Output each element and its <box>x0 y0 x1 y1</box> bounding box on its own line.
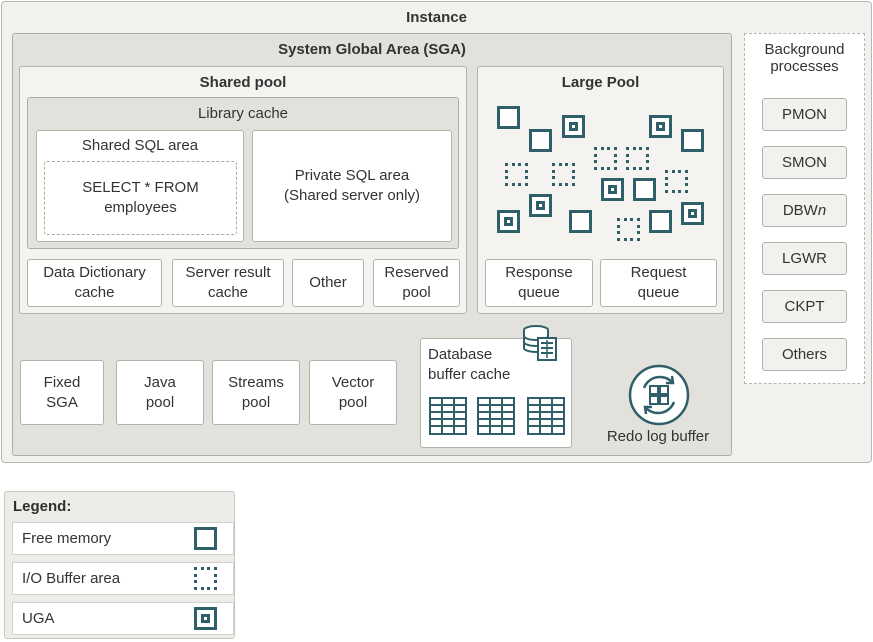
shared-pool: Shared pool Library cache Shared SQL are… <box>19 66 467 314</box>
free-memory-icon <box>633 178 656 201</box>
process-smon: SMON <box>762 146 847 179</box>
legend: Legend: Free memory I/O Buffer area UGA <box>4 491 235 639</box>
uga-icon <box>497 210 520 233</box>
sql-statement: SELECT * FROM employees <box>44 161 237 235</box>
database-icon <box>523 325 557 361</box>
io-buffer-icon <box>194 567 217 590</box>
buffer-block-icon <box>477 397 515 435</box>
free-memory-icon <box>194 527 217 550</box>
database-buffer-cache-title: Database buffer cache <box>428 346 511 383</box>
instance-title: Instance <box>406 9 467 26</box>
uga-icon <box>562 115 585 138</box>
io-buffer-icon <box>505 163 528 186</box>
large-pool-title: Large Pool <box>561 74 640 91</box>
library-cache-title: Library cache <box>197 105 289 122</box>
database-buffer-cache: Database buffer cache <box>420 325 572 448</box>
process-lgwr: LGWR <box>762 242 847 275</box>
io-buffer-icon <box>665 170 688 193</box>
uga-icon <box>529 194 552 217</box>
free-memory-icon <box>681 129 704 152</box>
fixed-sga: Fixed SGA <box>20 360 104 425</box>
buffer-block-icon <box>429 397 467 435</box>
legend-item: UGA <box>12 602 234 635</box>
io-buffer-icon <box>626 147 649 170</box>
legend-item-label: Free memory <box>22 530 112 547</box>
process-pmon: PMON <box>762 98 847 131</box>
buffer-block-icon <box>527 397 565 435</box>
process-ckpt: CKPT <box>762 290 847 323</box>
uga-icon <box>649 115 672 138</box>
server-result-cache: Server result cache <box>172 259 284 307</box>
redo-log-buffer-label: Redo log buffer <box>606 428 710 445</box>
process-others: Others <box>762 338 847 371</box>
shared-pool-title: Shared pool <box>199 74 287 91</box>
free-memory-icon <box>569 210 592 233</box>
uga-icon <box>194 607 217 630</box>
reserved-pool: Reserved pool <box>373 259 460 307</box>
streams-pool: Streams pool <box>212 360 300 425</box>
legend-item-label: UGA <box>22 610 55 627</box>
free-memory-icon <box>649 210 672 233</box>
private-sql-area: Private SQL area (Shared server only) <box>252 130 452 242</box>
background-processes-title: Background processes <box>764 41 845 75</box>
uga-icon <box>681 202 704 225</box>
sga-container: System Global Area (SGA) Shared pool Lib… <box>12 33 732 456</box>
data-dictionary-cache: Data Dictionary cache <box>27 259 162 307</box>
request-queue: Request queue <box>600 259 717 307</box>
sga-title: System Global Area (SGA) <box>278 41 466 58</box>
shared-sql-area-title: Shared SQL area <box>81 137 199 154</box>
free-memory-icon <box>497 106 520 129</box>
io-buffer-icon <box>617 218 640 241</box>
legend-item: Free memory <box>12 522 234 555</box>
uga-icon <box>601 178 624 201</box>
redo-log-icon <box>628 364 690 426</box>
legend-title: Legend: <box>13 498 72 515</box>
shared-sql-area: Shared SQL area SELECT * FROM employees <box>36 130 244 242</box>
response-queue: Response queue <box>485 259 593 307</box>
library-cache: Library cache Shared SQL area SELECT * F… <box>27 97 459 249</box>
java-pool: Java pool <box>116 360 204 425</box>
other-cache: Other <box>292 259 364 307</box>
large-pool: Large Pool Response queue Request queue <box>477 66 724 314</box>
io-buffer-icon <box>552 163 575 186</box>
free-memory-icon <box>529 129 552 152</box>
legend-item: I/O Buffer area <box>12 562 234 595</box>
legend-item-label: I/O Buffer area <box>22 570 121 587</box>
io-buffer-icon <box>594 147 617 170</box>
vector-pool: Vector pool <box>309 360 397 425</box>
